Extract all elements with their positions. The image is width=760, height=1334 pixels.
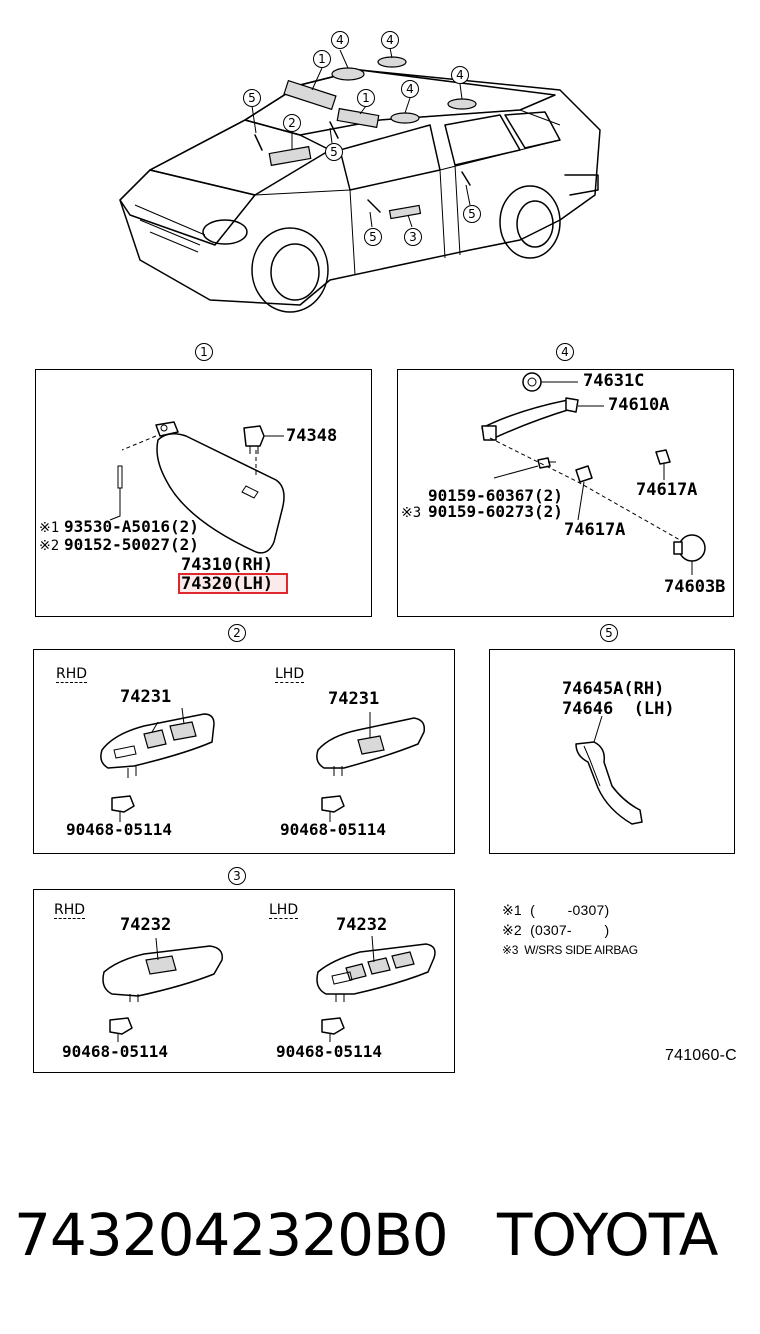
- section3-part-lhd: 74232: [336, 915, 388, 935]
- overview-callout-4d: 4: [401, 80, 419, 98]
- overview-callout-1a: 1: [313, 50, 331, 68]
- overview-callout-4a: 4: [331, 31, 349, 49]
- section5-panel: 74645A(RH) 74646 (LH): [489, 649, 735, 854]
- overview-callout-5a: 5: [243, 89, 261, 107]
- overview-callout-3: 3: [404, 228, 422, 246]
- section2-rhd-label: RHD: [56, 666, 88, 683]
- highlighted-part-box: [178, 573, 288, 594]
- footnote-2: ※2 (0307- ): [502, 922, 610, 938]
- assist-grip-drawing: [481, 372, 706, 575]
- section3-part-rhd: 74232: [120, 915, 172, 935]
- section3-clip-lhd: 90468-05114: [276, 1042, 382, 1061]
- section2-part-rhd: 74231: [120, 687, 172, 707]
- section1-sun-visor-panel: 74348 ※1 93530-A5016(2) ※2 90152-50027(2…: [35, 369, 372, 617]
- part-74610a: 74610A: [608, 395, 670, 415]
- section3-clip-rhd: 90468-05114: [62, 1042, 168, 1061]
- bolt-90159-60367: 90159-60367(2): [428, 486, 563, 505]
- figure-code: 741060-C: [665, 1047, 737, 1064]
- note2-mark: ※2: [39, 538, 60, 554]
- bolt-90159-60273: 90159-60273(2): [428, 502, 563, 521]
- part-74320-lh[interactable]: 74320(LH): [181, 574, 274, 594]
- footnote-3: ※3 W/SRS SIDE AIRBAG: [502, 943, 638, 957]
- section3-panel: RHD LHD 74232 74232 90468-05114 90468-05…: [33, 889, 455, 1073]
- section3-lhd-label: LHD: [269, 902, 299, 919]
- section1-callout: 1: [195, 343, 213, 361]
- part-74310-rh: 74310(RH): [181, 555, 274, 575]
- overview-callout-2: 2: [283, 114, 301, 132]
- section2-clip-lhd: 90468-05114: [280, 820, 386, 839]
- footer-brand: TOYOTA: [497, 1201, 718, 1269]
- screw-part-93530: 93530-A5016(2): [64, 517, 199, 536]
- overview-callout-5c: 5: [463, 205, 481, 223]
- section5-drawing: [575, 715, 643, 825]
- section2-part-lhd: 74231: [328, 689, 380, 709]
- section4-assist-grip-panel: 74631C 74610A 74617A 90159-60367(2) ※3 9…: [397, 369, 734, 617]
- section4-callout: 4: [556, 343, 574, 361]
- footer-part-number: 7432042320B0: [14, 1201, 449, 1269]
- note1-mark: ※1: [39, 520, 60, 536]
- part-74617a-right: 74617A: [636, 480, 698, 500]
- section3-drawing: [102, 935, 436, 1042]
- footnote-1: ※1 ( -0307): [502, 902, 610, 918]
- screw-part-90152: 90152-50027(2): [64, 535, 199, 554]
- overview-callout-4c: 4: [451, 66, 469, 84]
- section2-callout: 2: [228, 624, 246, 642]
- overview-callout-1b: 1: [357, 89, 375, 107]
- section3-rhd-label: RHD: [54, 902, 86, 919]
- section5-callout: 5: [600, 624, 618, 642]
- part-74617a: 74617A: [564, 520, 626, 540]
- section5-part-rh: 74645A(RH): [562, 679, 665, 699]
- overview-callout-4b: 4: [381, 31, 399, 49]
- overview-callout-5d: 5: [364, 228, 382, 246]
- part-74631c: 74631C: [583, 371, 645, 391]
- section2-clip-rhd: 90468-05114: [66, 820, 172, 839]
- section5-part-lh: 74646 (LH): [562, 699, 675, 719]
- overview-callout-5b: 5: [325, 143, 343, 161]
- vehicle-overview-illustration: [119, 47, 601, 313]
- sun-visor-drawing: [109, 421, 285, 554]
- section3-callout: 3: [228, 867, 246, 885]
- part-74603b: 74603B: [664, 577, 726, 597]
- section2-panel: RHD LHD 74231 74231 90468-05114 90468-05…: [33, 649, 455, 854]
- section2-drawing: [100, 707, 426, 822]
- note3-mark: ※3: [401, 505, 422, 521]
- part-74348: 74348: [286, 426, 338, 446]
- section2-lhd-label: LHD: [275, 666, 305, 683]
